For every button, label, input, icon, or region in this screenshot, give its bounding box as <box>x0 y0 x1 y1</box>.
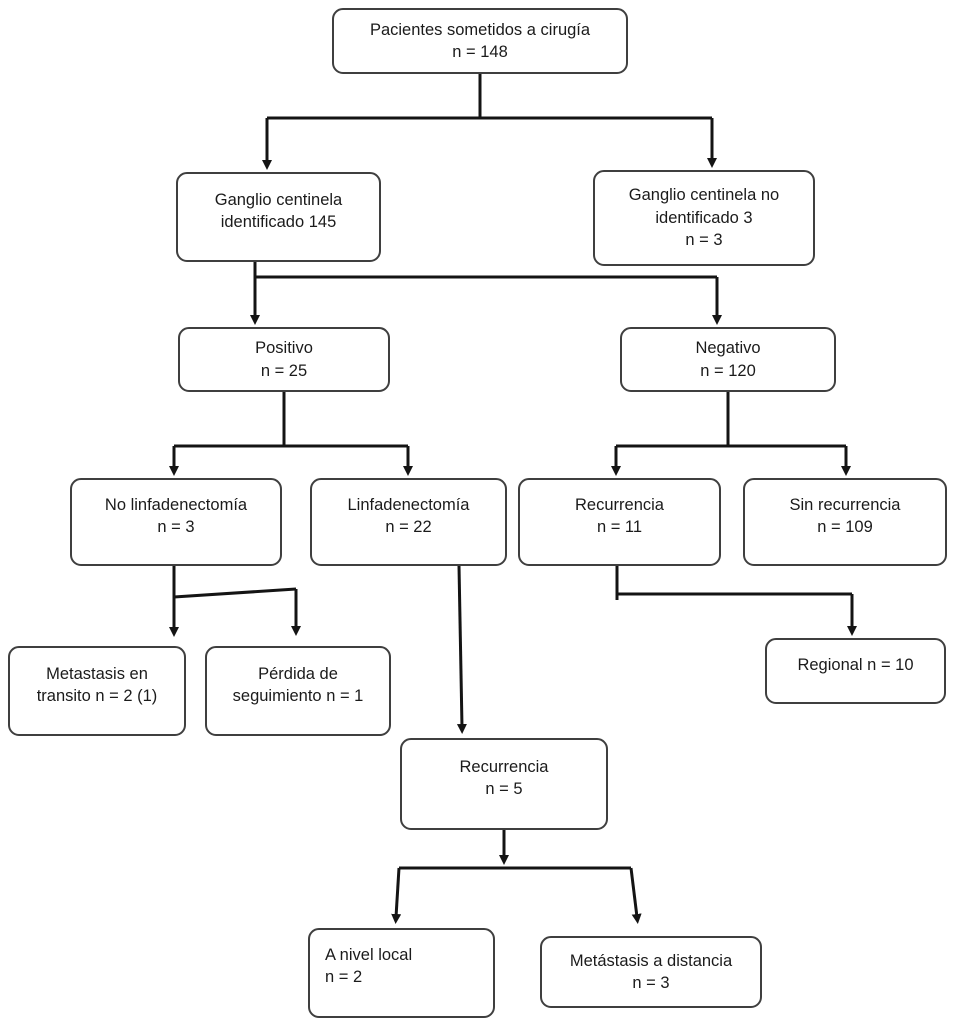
edge-recurrence-regional <box>615 566 857 636</box>
node-negativo: Negativo n = 120 <box>620 327 836 392</box>
node-no-linfadenectomia: No linfadenectomía n = 3 <box>70 478 282 566</box>
node-metastasis-en-transito: Metastasis en transito n = 2 (1) <box>8 646 186 736</box>
edge-identified-split <box>250 262 722 325</box>
node-recurrencia-negativo: Recurrencia n = 11 <box>518 478 721 566</box>
edge-root-split <box>262 74 717 170</box>
edge-recurrence5-split <box>391 830 642 924</box>
node-regional: Regional n = 10 <box>765 638 946 704</box>
edge-positive-split <box>169 392 413 476</box>
node-pacientes-sometidos-a-cirugia: Pacientes sometidos a cirugía n = 148 <box>332 8 628 74</box>
node-sin-recurrencia: Sin recurrencia n = 109 <box>743 478 947 566</box>
node-metastasis-a-distancia: Metástasis a distancia n = 3 <box>540 936 762 1008</box>
node-positivo: Positivo n = 25 <box>178 327 390 392</box>
edge-negative-split <box>611 392 851 476</box>
node-perdida-de-seguimiento: Pérdida de seguimiento n = 1 <box>205 646 391 736</box>
node-a-nivel-local: A nivel local n = 2 <box>308 928 495 1018</box>
node-ganglio-centinela-identificado: Ganglio centinela identificado 145 <box>176 172 381 262</box>
node-linfadenectomia: Linfadenectomía n = 22 <box>310 478 507 566</box>
edge-lymphadenectomy-recurrence <box>456 565 467 734</box>
node-ganglio-centinela-no-identificado: Ganglio centinela no identificado 3 n = … <box>593 170 815 266</box>
edge-no-lymphadenectomy-split <box>169 566 301 637</box>
node-recurrencia-linfadenectomia: Recurrencia n = 5 <box>400 738 608 830</box>
